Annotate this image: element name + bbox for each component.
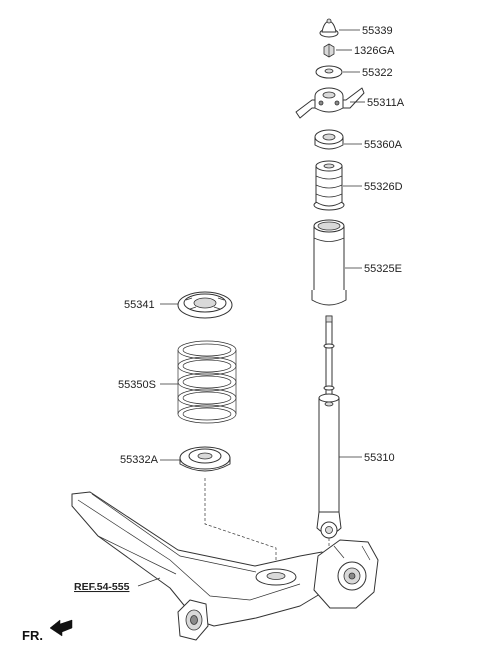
label-55341[interactable]: 55341 xyxy=(124,299,155,311)
part-55341-upper-spring-pad[interactable] xyxy=(177,291,233,319)
label-55322[interactable]: 55322 xyxy=(362,67,393,79)
part-55360A-upper-seat[interactable] xyxy=(314,129,344,150)
part-55311A-strut-mount[interactable] xyxy=(295,87,365,119)
part-55326D-bump-stopper[interactable] xyxy=(313,160,345,211)
label-55311A[interactable]: 55311A xyxy=(367,97,405,109)
leader-ref xyxy=(137,577,161,587)
front-direction-label: FR. xyxy=(22,628,43,643)
part-55332A-lower-spring-pad[interactable] xyxy=(179,446,231,472)
front-direction-arrow-icon xyxy=(49,619,73,637)
part-55350S-coil-spring[interactable] xyxy=(177,340,237,424)
part-55339-dust-cap[interactable] xyxy=(319,18,339,38)
label-55360A[interactable]: 55360A xyxy=(364,139,403,151)
part-55322-washer[interactable] xyxy=(315,65,343,79)
assembly-guide-spring xyxy=(204,478,277,575)
rear-axle-beam xyxy=(71,491,379,641)
label-55339[interactable]: 55339 xyxy=(362,25,393,37)
label-55350S[interactable]: 55350S xyxy=(118,379,156,391)
part-55310-shock-absorber[interactable] xyxy=(316,315,342,539)
label-55310[interactable]: 55310 xyxy=(364,452,395,464)
label-55325E[interactable]: 55325E xyxy=(364,263,402,275)
part-55325E-dust-cover[interactable] xyxy=(311,219,347,306)
label-1326GA[interactable]: 1326GA xyxy=(354,45,395,57)
part-1326GA-nut[interactable] xyxy=(323,43,335,58)
label-55332A[interactable]: 55332A xyxy=(120,454,159,466)
reference-label[interactable]: REF.54-555 xyxy=(74,581,130,593)
label-55326D[interactable]: 55326D xyxy=(364,181,403,193)
